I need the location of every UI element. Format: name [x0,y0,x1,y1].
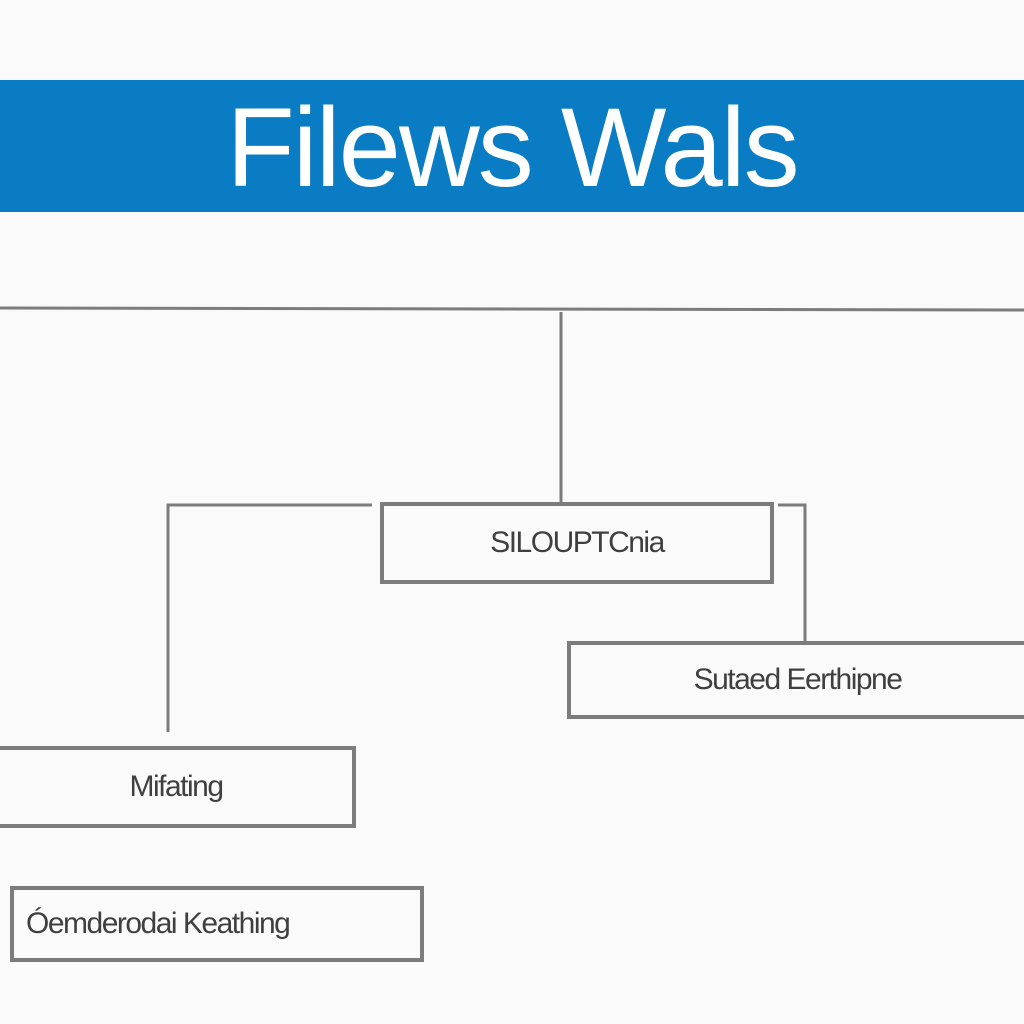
header-band: Filews Wals [0,80,1024,212]
node-center-label: SILOUPTCnia [490,526,665,559]
left-branch-line [166,503,372,732]
node-right-label: Sutaed Eerthipne [693,663,903,696]
right-branch-line [778,503,807,641]
top-horizontal-line [0,306,1024,312]
node-bottom-box: Óemderodai Keathing [10,886,424,962]
page-title: Filews Wals [226,85,799,210]
node-right-box: Sutaed Eerthipne [567,641,1024,719]
node-left-label: Mifating [129,770,224,803]
node-left-box: Mifating [0,746,356,828]
node-bottom-label: Óemderodai Keathing [26,907,291,940]
node-center-box: SILOUPTCnia [380,502,774,584]
